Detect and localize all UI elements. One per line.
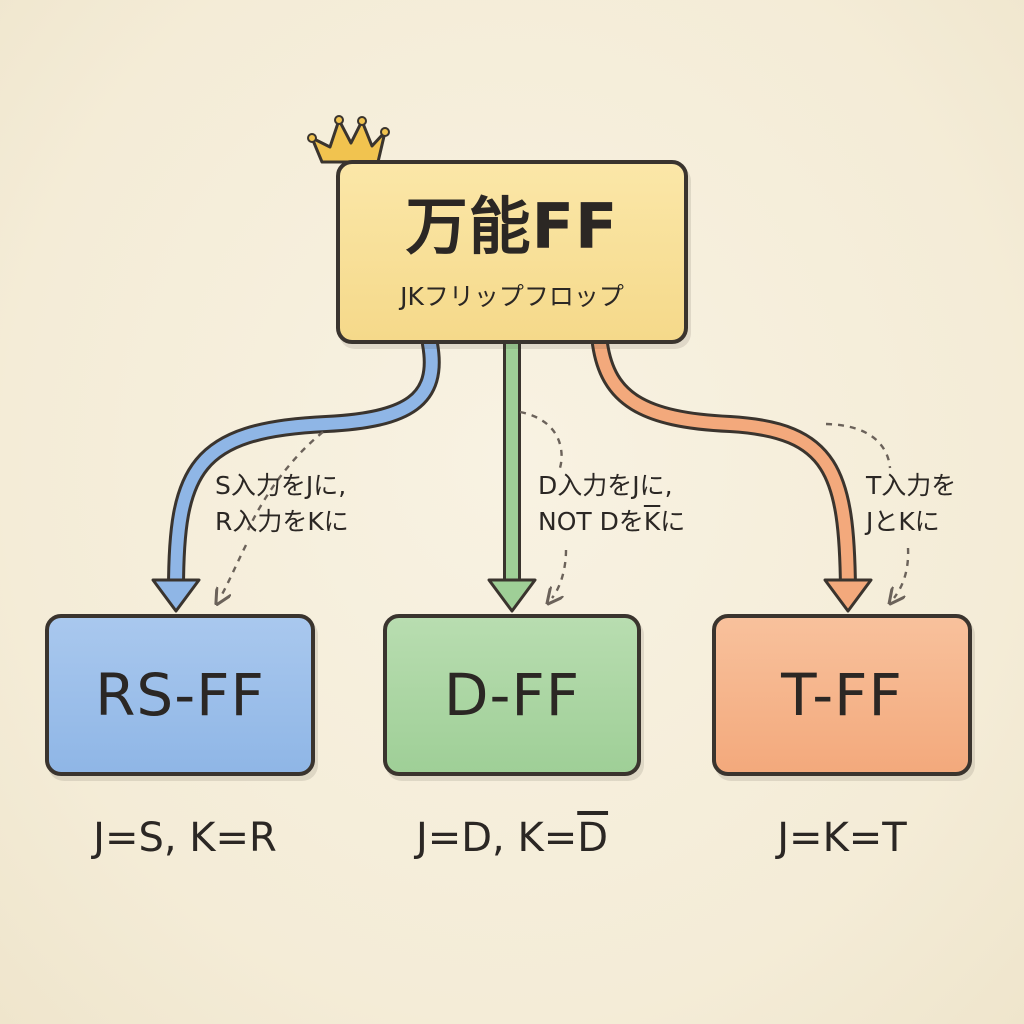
connector-to-d [487, 335, 537, 613]
note-pointer-d [519, 410, 568, 598]
d-flip-flop-label: D-FF [443, 661, 581, 729]
crown-icon [307, 115, 390, 164]
root-subtitle: JKフリップフロップ [400, 281, 624, 311]
rs-flip-flop-label: RS-FF [95, 661, 265, 729]
d-note-k-bar: K [643, 507, 661, 537]
t-flip-flop-label: T-FF [781, 661, 903, 729]
note-pointer-rs [220, 431, 324, 598]
d-formula: J=D, K=D [372, 818, 652, 858]
rs-formula: J=S, K=R [93, 815, 277, 861]
jk-flip-flop-node: 万能FF JKフリップフロップ [336, 160, 688, 344]
note-pointer-t [825, 422, 910, 598]
rs-note-line-1: S入力をJに, [215, 471, 347, 500]
d-note-suffix: に [660, 507, 686, 537]
t-connection-note: T入力を JとKに [866, 468, 956, 541]
rs-note-line-2: R入力をKに [215, 507, 349, 537]
connector-to-rs [151, 335, 441, 613]
t-note-line-2: JとKに [866, 507, 940, 537]
d-formula-d-bar: D [577, 815, 609, 861]
d-note-not-d: NOT Dを [538, 507, 644, 537]
t-flip-flop-node: T-FF [712, 614, 972, 776]
d-flip-flop-node: D-FF [383, 614, 641, 776]
t-formula: J=K=T [777, 815, 907, 861]
t-note-line-1: T入力を [866, 471, 957, 500]
d-connection-note: D入力をJに, NOT DをKに [538, 468, 685, 541]
rs-flip-flop-node: RS-FF [45, 614, 315, 776]
d-note-line-2: NOT DをKに [538, 504, 685, 540]
d-note-line-1: D入力をJに, [538, 471, 673, 500]
d-formula-prefix: J=D, K= [415, 815, 578, 861]
connector-to-t [591, 335, 873, 613]
rs-connection-note: S入力をJに, R入力をKに [215, 468, 349, 541]
root-title: 万能FF [405, 189, 619, 263]
